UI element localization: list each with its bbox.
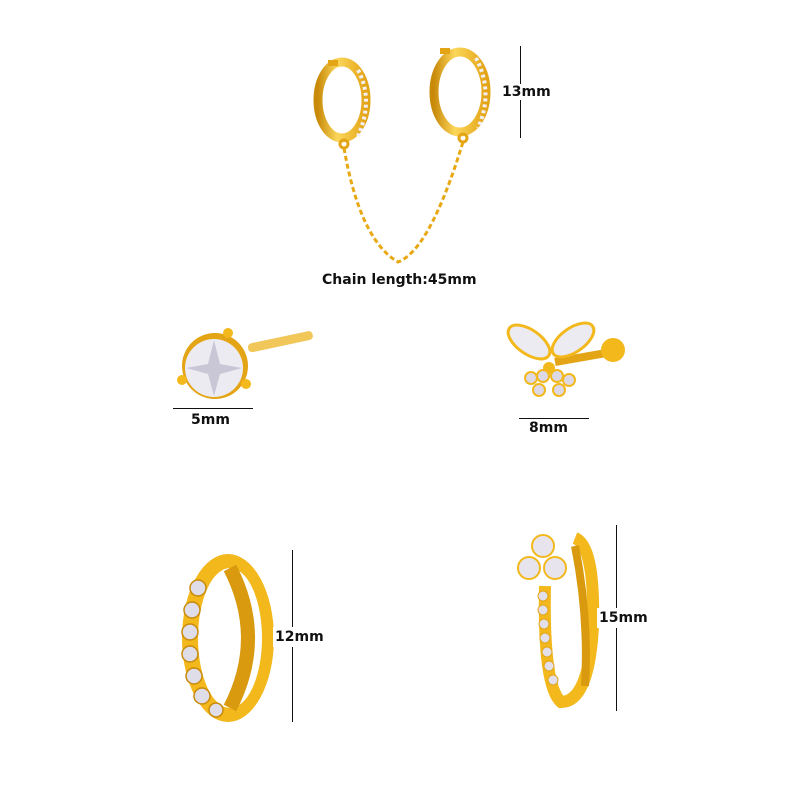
trefoil-huggie-earring — [505, 526, 605, 710]
butterfly-barbell-illustration — [506, 321, 625, 397]
round-stud-illustration — [177, 328, 313, 399]
pave-huggie-illustration — [181, 554, 274, 722]
height-label-13mm: 13mm — [500, 84, 553, 100]
width-label-5mm: 5mm — [191, 412, 230, 428]
butterfly-barbell-earring — [495, 314, 625, 414]
width-dimension-line — [519, 418, 589, 419]
chain-length-label: Chain length:45mm — [322, 272, 477, 288]
trefoil-huggie-illustration — [517, 532, 600, 709]
pave-huggie-earring — [170, 548, 280, 728]
width-label-8mm: 8mm — [529, 420, 568, 436]
height-label-15mm: 15mm — [597, 608, 650, 628]
double-hoop-chain-earring — [300, 40, 520, 270]
height-label-12mm: 12mm — [273, 627, 326, 647]
double-hoop-chain-illustration — [313, 47, 491, 264]
width-dimension-line — [173, 408, 253, 409]
round-stud-earring — [170, 318, 320, 408]
